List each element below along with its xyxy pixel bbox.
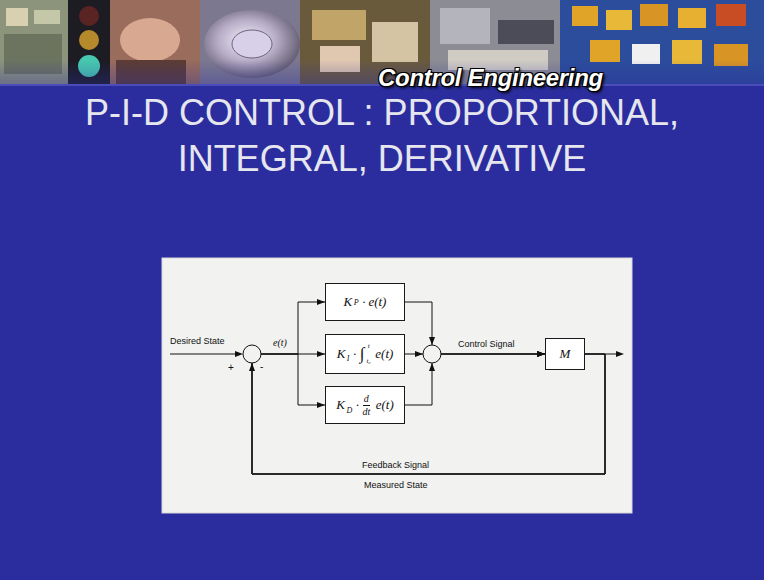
feedback-wire xyxy=(252,302,605,474)
formula-term: e(t) xyxy=(368,295,386,309)
banner-photo xyxy=(440,8,490,44)
circuit-photo xyxy=(590,40,620,62)
slide-title: P-I-D CONTROL : PROPORTIONAL, INTEGRAL, … xyxy=(22,90,742,182)
signal-name: Measured State xyxy=(364,480,428,491)
formula-term: · xyxy=(353,347,356,361)
error-summing-junction xyxy=(243,345,261,363)
formula-term: · xyxy=(356,398,359,412)
signal-name: Feedback Signal xyxy=(362,460,429,471)
integral-limits: t t₀ xyxy=(366,343,370,365)
arrowhead xyxy=(235,351,243,357)
formula-text: M xyxy=(558,347,572,361)
banner-photo xyxy=(6,8,28,26)
output-summing-junction xyxy=(423,345,441,363)
lens-photo xyxy=(232,30,272,58)
feedback-wire xyxy=(252,354,605,474)
formula-term: K xyxy=(337,347,346,361)
circuit-photo xyxy=(572,6,598,26)
formula-term: K xyxy=(344,295,353,309)
connector-layer xyxy=(252,302,605,474)
formula-term: e(t) xyxy=(375,347,393,361)
input-wire xyxy=(170,354,236,355)
circuit-photo xyxy=(606,10,632,30)
banner-photo xyxy=(34,10,60,24)
formula-term: t₀ xyxy=(366,358,370,365)
formula-term: t xyxy=(368,343,370,350)
gain-subscript: P xyxy=(354,299,359,308)
formula-term: K xyxy=(336,398,345,412)
arrowhead xyxy=(616,351,624,357)
formula-text: KD·ddte(t) xyxy=(335,394,396,417)
banner-photo xyxy=(312,10,366,40)
traffic-lamp xyxy=(79,30,99,50)
output-wire xyxy=(605,354,617,355)
signal-name: Desired State xyxy=(170,336,225,347)
formula-text: KI· ∫t t₀ e(t) xyxy=(335,343,395,365)
traffic-lamp xyxy=(79,6,99,26)
derivative-block: KD·ddte(t) xyxy=(325,386,405,424)
diagram-panel xyxy=(162,258,632,513)
derivative-fraction: ddt xyxy=(361,394,371,417)
banner-photo xyxy=(120,18,180,62)
plant-block: M xyxy=(545,338,585,370)
integral-block: KI· ∫t t₀ e(t) xyxy=(325,334,405,374)
gain-subscript: D xyxy=(346,407,352,416)
feedback-wire xyxy=(252,354,605,474)
banner-photo xyxy=(372,22,418,62)
formula-text: KP·e(t) xyxy=(342,295,388,309)
signal-wire xyxy=(405,302,545,354)
sign-mark: - xyxy=(260,361,263,372)
formula-term: M xyxy=(560,347,571,361)
banner-brand: Control Engineering xyxy=(378,64,603,92)
gain-subscript: I xyxy=(347,355,350,364)
sign-mark: + xyxy=(228,362,234,373)
circuit-photo xyxy=(640,4,668,26)
banner-photo xyxy=(498,20,554,44)
signal-name: Control Signal xyxy=(458,339,515,350)
formula-term: e(t) xyxy=(376,398,394,412)
circuit-photo xyxy=(678,8,706,28)
signal-wire xyxy=(405,354,545,405)
formula-term: dt xyxy=(361,407,371,417)
proportional-block: KP·e(t) xyxy=(325,283,405,321)
signal-name: e(t) xyxy=(273,337,287,349)
formula-term: · xyxy=(362,295,365,309)
formula-term: ∫ xyxy=(360,345,365,364)
formula-term: d xyxy=(363,394,370,406)
circuit-photo xyxy=(716,4,746,26)
